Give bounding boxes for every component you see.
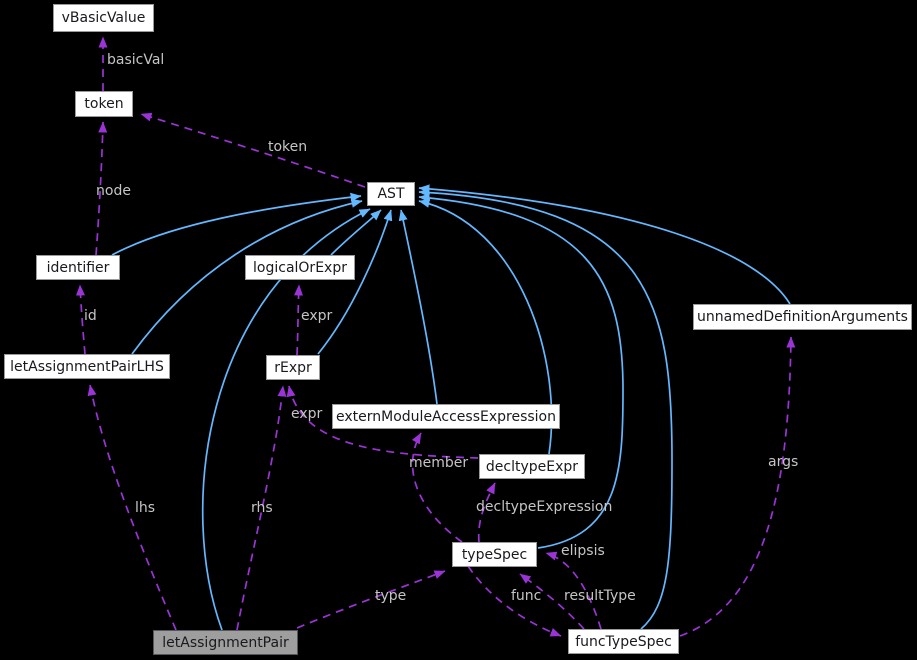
node-letassignmentpairlhs[interactable]: letAssignmentPairLHS <box>4 354 170 379</box>
edge-label-node: node <box>96 183 131 199</box>
edge-usage-func <box>467 565 562 637</box>
edge-inheritance-typespec-ast <box>418 193 624 549</box>
node-token[interactable]: token <box>75 91 133 117</box>
node-functypespec[interactable]: funcTypeSpec <box>568 629 679 654</box>
edge-inheritance-logicalorexpr-ast <box>330 209 382 256</box>
node-typespec[interactable]: typeSpec <box>452 542 537 567</box>
edge-usage-id <box>75 284 86 355</box>
edge-usage-resulttype <box>519 573 585 630</box>
node-logicalorexpr[interactable]: logicalOrExpr <box>245 255 355 280</box>
edge-inheritance-rexpr-ast <box>317 209 393 355</box>
node-ast[interactable]: AST <box>367 182 415 206</box>
edge-usage-rhs <box>236 385 287 631</box>
edge-label-token: token <box>268 139 308 155</box>
edge-label-basicval: basicVal <box>107 52 165 68</box>
edge-usage-member <box>411 432 463 543</box>
node-externmoduleaccessexpression[interactable]: externModuleAccessExpression <box>332 404 560 429</box>
node-rexpr[interactable]: rExpr <box>266 355 320 380</box>
edge-label-elipsis: elipsis <box>561 543 605 559</box>
edge-label-rhs: rhs <box>251 500 273 516</box>
edge-inheritance-externmoduleaccessexpression-ast <box>398 209 438 405</box>
edge-label-id: id <box>84 308 97 324</box>
edge-usage-node <box>95 121 108 256</box>
edge-label-func: func <box>511 588 542 604</box>
edge-label-member: member <box>409 455 469 471</box>
node-unnameddefinitionarguments[interactable]: unnamedDefinitionArguments <box>693 304 912 330</box>
edge-label-decltypeexpression: decltypeExpression <box>476 499 613 515</box>
edge-label-type: type <box>375 588 407 604</box>
edge-usage-decltypeexpression <box>477 482 496 543</box>
edge-label-expr-lower: expr <box>291 406 323 422</box>
node-identifier[interactable]: identifier <box>36 255 120 280</box>
edge-inheritance-identifier-ast <box>111 192 362 256</box>
edge-label-expr-upper: expr <box>301 308 333 324</box>
edge-inheritance-functypespec-ast <box>418 188 673 630</box>
node-letassignmentpair[interactable]: letAssignmentPair <box>153 630 298 655</box>
edge-label-args: args <box>768 454 799 470</box>
edge-inheritance-letassignmentpairlhs-ast <box>131 198 363 355</box>
edge-inheritance-letassignmentpair-ast <box>201 208 371 631</box>
node-decltypeexpr[interactable]: decltypeExpr <box>479 454 585 479</box>
node-vbasicvalue[interactable]: vBasicValue <box>53 4 154 32</box>
edge-label-lhs: lhs <box>135 500 156 516</box>
edge-usage-expr-rexpr-logicalorexpr <box>294 284 304 356</box>
edge-usage-args <box>679 336 796 637</box>
edge-usage-elipsis <box>545 551 602 630</box>
edge-usage-lhs <box>87 384 177 631</box>
edge-inheritance-unnameddefinitionarguments-ast <box>418 184 791 305</box>
edge-usage-type <box>296 570 446 629</box>
edge-label-resulttype: resultType <box>564 588 636 604</box>
edge-usage-token <box>140 112 366 188</box>
edge-usage-expr-decltypeexpr-rexpr <box>286 385 479 459</box>
